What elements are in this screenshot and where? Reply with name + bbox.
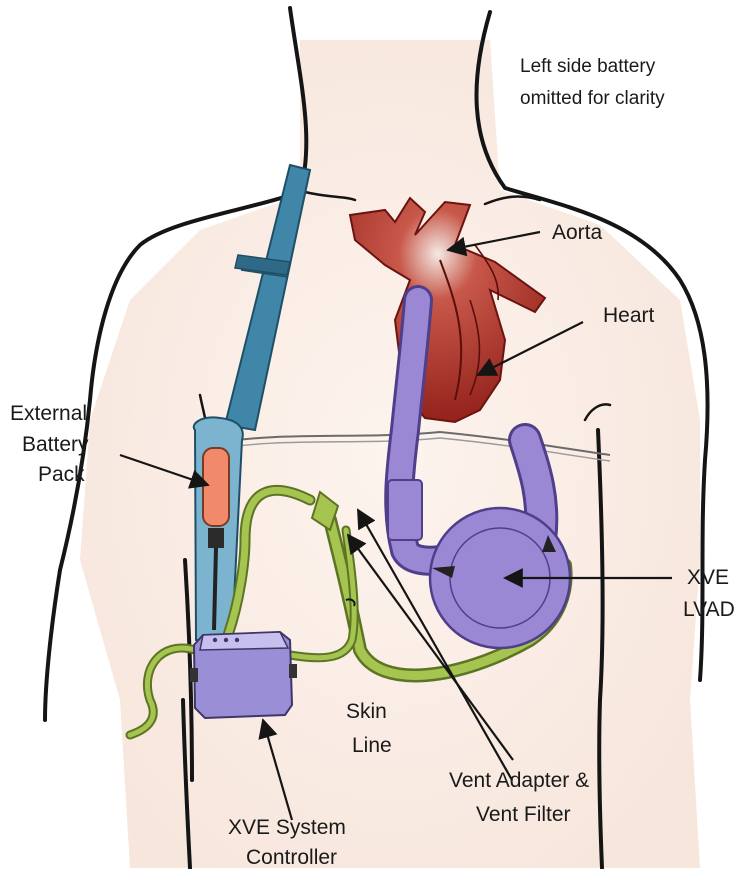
label-controller-1: XVE System — [228, 816, 346, 839]
note-line-2: omitted for clarity — [520, 88, 665, 109]
label-lvad-1: XVE — [687, 566, 729, 589]
label-battery-1: External — [10, 402, 87, 425]
label-battery-3: Pack — [38, 463, 85, 486]
label-aorta: Aorta — [552, 221, 603, 244]
label-skin-line-1: Skin — [346, 700, 387, 723]
label-vent-2: Vent Filter — [476, 803, 571, 826]
label-vent-1: Vent Adapter & — [449, 769, 589, 792]
label-heart: Heart — [603, 304, 655, 327]
label-skin-line-2: Line — [352, 734, 392, 757]
label-lvad-2: LVAD — [683, 598, 735, 621]
label-battery-2: Battery — [22, 433, 89, 456]
note-line-1: Left side battery — [520, 56, 656, 77]
label-controller-2: Controller — [246, 846, 337, 869]
system-controller — [190, 632, 297, 718]
